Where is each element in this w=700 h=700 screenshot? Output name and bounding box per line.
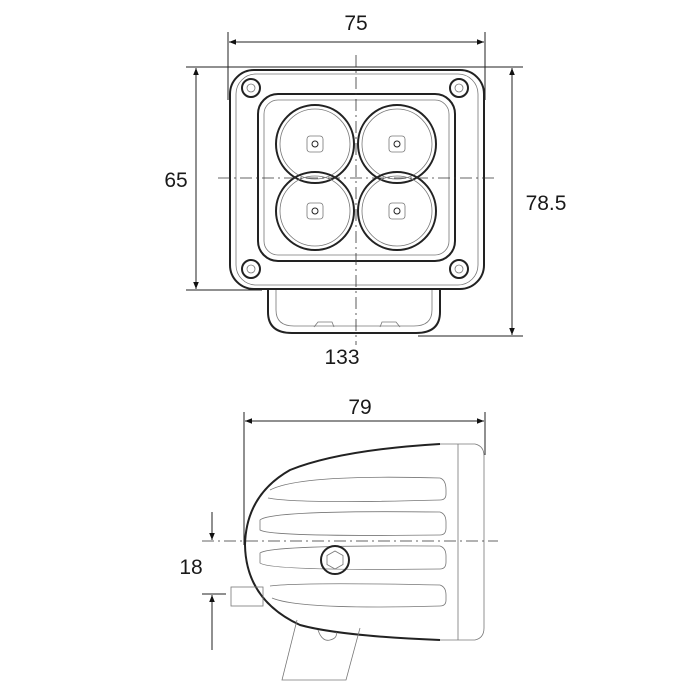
screw-icon: [241, 259, 261, 279]
bracket-inner: [275, 290, 433, 327]
body-front: [440, 443, 485, 641]
lens: [275, 171, 355, 251]
lens: [357, 171, 437, 251]
fin: [259, 511, 447, 536]
screw-icon: [241, 78, 261, 98]
screws: [241, 78, 469, 279]
bezel-inner: [263, 99, 450, 256]
housing-outline: [229, 69, 485, 290]
hex-socket-icon: [326, 550, 344, 570]
mounting-bolt: [320, 545, 350, 575]
mounting-bracket: [267, 290, 441, 334]
fin: [269, 583, 447, 608]
height-dimension-label: 65: [164, 169, 187, 192]
width-dimension-label: 75: [344, 12, 367, 35]
lens: [357, 104, 437, 184]
side-bracket-tab: [230, 586, 264, 607]
fin: [267, 476, 447, 502]
offset-dimension-label: 18: [179, 556, 202, 579]
screw-icon: [449, 78, 469, 98]
side-view: 79 18: [179, 396, 498, 681]
led-lenses: [275, 104, 437, 251]
body-dome: [243, 443, 441, 641]
bracket-tabs: [313, 321, 401, 328]
bezel: [257, 93, 456, 262]
front-view: 75 65 78.5 133: [164, 12, 566, 369]
fin: [259, 545, 447, 570]
bracket-dimension-label: 133: [324, 346, 359, 369]
bottom-mount: [281, 619, 361, 681]
total-height-dimension-label: 78.5: [526, 192, 567, 215]
housing-inner: [235, 73, 479, 286]
depth-dimension-label: 79: [348, 396, 371, 419]
cooling-fins: [259, 476, 447, 608]
lens: [275, 104, 355, 184]
bolt-icon: [320, 545, 350, 575]
mount-hole: [317, 629, 337, 641]
screw-icon: [449, 259, 469, 279]
